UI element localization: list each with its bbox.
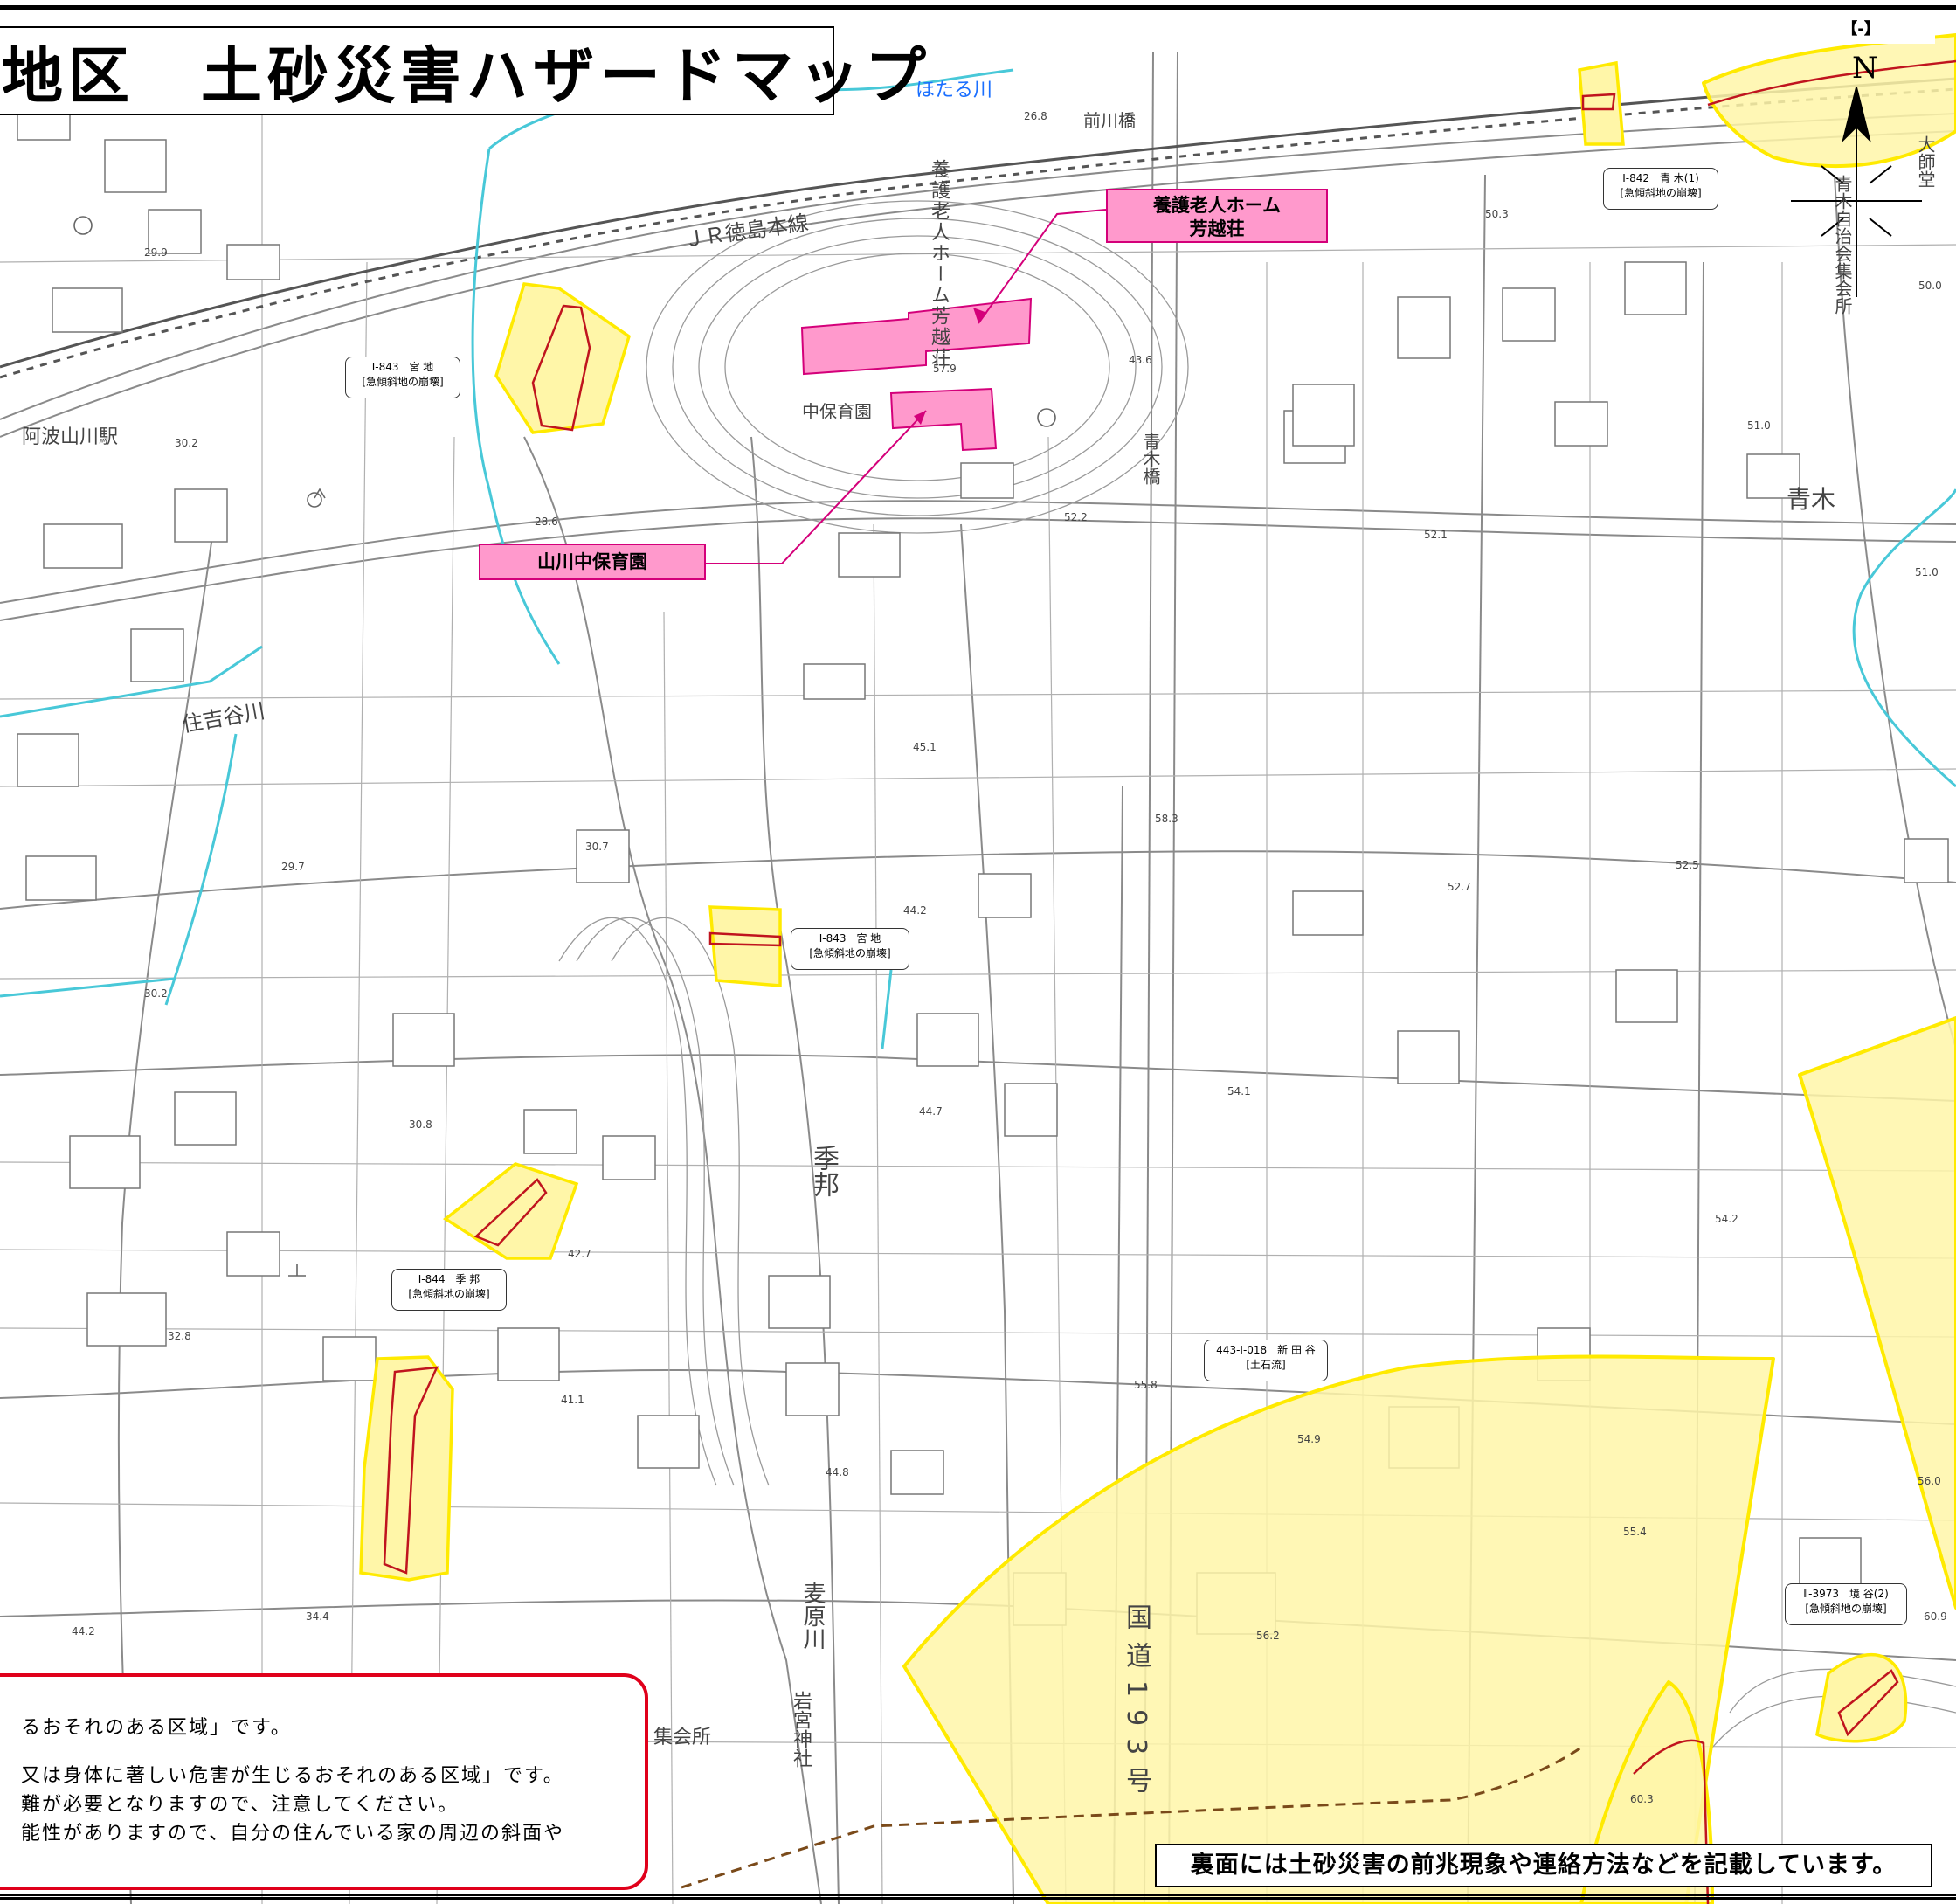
elevation-label: 29.9: [144, 246, 168, 259]
elevation-label: 44.2: [72, 1625, 95, 1637]
elevation-label: 54.2: [1715, 1213, 1738, 1225]
elevation-label: 52.2: [1064, 511, 1088, 523]
place-mugihara: 麦原川: [799, 1582, 826, 1650]
river-label-hotaru: ほたる川: [916, 80, 993, 101]
title-box: 地区 土砂災害ハザードマップ: [0, 26, 926, 115]
place-maekawa-bridge: 前川橋: [1083, 110, 1136, 131]
place-shuukaisho: 集会所: [653, 1727, 712, 1748]
elevation-label: 52.5: [1676, 859, 1699, 871]
elevation-label: 51.0: [1747, 419, 1771, 432]
elevation-label: 54.9: [1297, 1433, 1321, 1445]
debris-flow-line: [681, 1746, 1582, 1889]
legend-line: 又は身体に著しい危害が生じるおそれのある区域」です。: [21, 1765, 564, 1787]
elevation-label: 28.6: [535, 516, 558, 528]
callout-leaders: [706, 209, 1107, 564]
elevation-label: 42.7: [568, 1248, 591, 1260]
elevation-label: 51.0: [1915, 566, 1939, 578]
north-label: N: [1852, 51, 1878, 86]
elevation-label: 30.2: [175, 437, 198, 449]
elevation-label: 30.7: [585, 841, 609, 853]
elevation-label: 52.7: [1448, 881, 1471, 893]
steep-slope-zones: [359, 59, 1956, 1904]
site-label-code: Ⅰ-844 季 邦: [418, 1273, 480, 1285]
place-aoki-bridge: 青木橋: [1140, 433, 1161, 485]
elevation-label: 50.3: [1485, 208, 1509, 220]
place-awa-yamakawa: 阿波山川駅: [22, 426, 119, 448]
callout-nursing-home: 養護老人ホーム 芳越荘: [1106, 189, 1328, 243]
legend-line: 能性がありますので、自分の住んでいる家の周辺の斜面や: [21, 1823, 565, 1845]
elevation-label: 41.1: [561, 1394, 584, 1406]
elevation-label: 32.8: [168, 1330, 191, 1342]
elevation-label: 30.2: [144, 987, 168, 1000]
legend-line: 難が必要となりますので、注意してください。: [21, 1794, 460, 1816]
elevation-label: 43.6: [1129, 354, 1152, 366]
north-arrow-icon: [1791, 87, 1922, 297]
place-home-vertical: 養護老人ホーム芳越荘: [928, 159, 950, 369]
elevation-label: 56.2: [1256, 1630, 1280, 1642]
site-label-sakaidani: Ⅱ-3973 境 谷(2) [急傾斜地の崩壊]: [1785, 1583, 1907, 1625]
elevation-label: 56.0: [1918, 1475, 1941, 1487]
page-badge: 【-】: [1787, 16, 1935, 44]
elevation-label: 58.3: [1155, 813, 1178, 825]
elevation-label: 44.2: [903, 904, 927, 917]
site-label-aoki: Ⅰ-842 青 木(1) [急傾斜地の崩壊]: [1603, 168, 1718, 210]
elevation-label: 44.7: [919, 1105, 943, 1118]
map-symbols: [73, 216, 1056, 1277]
contour-lines: [558, 200, 1956, 1748]
site-label-type: [土石流]: [1246, 1359, 1286, 1371]
place-kihou: 季邦: [808, 1145, 839, 1197]
site-label-code: Ⅰ-843 宮 地: [371, 361, 434, 373]
elevation-label: 30.8: [409, 1118, 432, 1131]
place-nursery-map: 中保育園: [802, 401, 872, 422]
elevation-label: 26.8: [1024, 110, 1047, 122]
hazard-zones: [902, 33, 1956, 1904]
elevation-label: 55.4: [1623, 1526, 1647, 1538]
page-title: 地区 土砂災害ハザードマップ: [2, 39, 931, 112]
legend-box: るおそれのある区域」です。 又は身体に著しい危害が生じるおそれのある区域」です。…: [0, 1673, 648, 1890]
back-page-notice: 裏面には土砂災害の前兆現象や連絡方法などを記載しています。: [1155, 1844, 1932, 1887]
elevation-label: 55.8: [1134, 1379, 1158, 1391]
place-route193: 国道193号: [1121, 1603, 1151, 1806]
bottom-frame: [0, 1894, 1956, 1900]
road-network: [0, 52, 1956, 1904]
site-label-code: Ⅱ-3973 境 谷(2): [1803, 1588, 1889, 1600]
elevation-label: 44.8: [826, 1466, 849, 1478]
site-label-code: Ⅰ-843 宮 地: [819, 932, 881, 945]
place-yakushido: 大師堂: [1915, 135, 1936, 188]
site-label-code: 443-Ⅰ-018 新 田 谷: [1216, 1344, 1316, 1356]
callout-nursery: 山川中保育園: [479, 544, 706, 580]
callout-home-line2: 芳越荘: [1189, 218, 1245, 239]
site-label-kihou: Ⅰ-844 季 邦 [急傾斜地の崩壊]: [391, 1269, 507, 1311]
elevation-label: 54.1: [1227, 1085, 1251, 1097]
site-label-type: [急傾斜地の崩壊]: [809, 947, 891, 959]
callout-home-line1: 養護老人ホーム: [1152, 195, 1282, 216]
top-frame: [0, 5, 1956, 10]
elevation-label: 34.4: [306, 1610, 329, 1623]
place-aoki: 青木: [1787, 485, 1836, 514]
site-label-miyaji-north: Ⅰ-843 宮 地 [急傾斜地の崩壊]: [345, 357, 460, 398]
facility-buildings: [800, 297, 1033, 452]
elevation-label: 60.9: [1924, 1610, 1947, 1623]
elevation-label: 29.7: [281, 861, 305, 873]
site-label-miyaji-south: Ⅰ-843 宮 地 [急傾斜地の崩壊]: [791, 928, 909, 970]
site-label-type: [急傾斜地の崩壊]: [408, 1288, 490, 1300]
site-label-type: [急傾斜地の崩壊]: [362, 376, 444, 388]
site-label-shindenya: 443-Ⅰ-018 新 田 谷 [土石流]: [1204, 1340, 1328, 1381]
site-label-type: [急傾斜地の崩壊]: [1620, 187, 1702, 199]
elevation-label: 50.0: [1918, 280, 1942, 292]
leader-arrowheads: [914, 308, 987, 425]
elevation-label: 60.3: [1630, 1793, 1654, 1805]
place-iwamiya: 岩宮神社: [790, 1691, 812, 1768]
site-label-code: Ⅰ-842 青 木(1): [1622, 172, 1699, 184]
place-aoki-hall: 青木自治会集会所: [1832, 175, 1853, 315]
elevation-label: 57.9: [933, 363, 957, 375]
legend-line: るおそれのある区域」です。: [21, 1717, 292, 1739]
site-label-type: [急傾斜地の崩壊]: [1805, 1603, 1887, 1615]
elevation-label: 45.1: [913, 741, 937, 753]
elevation-label: 52.1: [1424, 529, 1448, 541]
